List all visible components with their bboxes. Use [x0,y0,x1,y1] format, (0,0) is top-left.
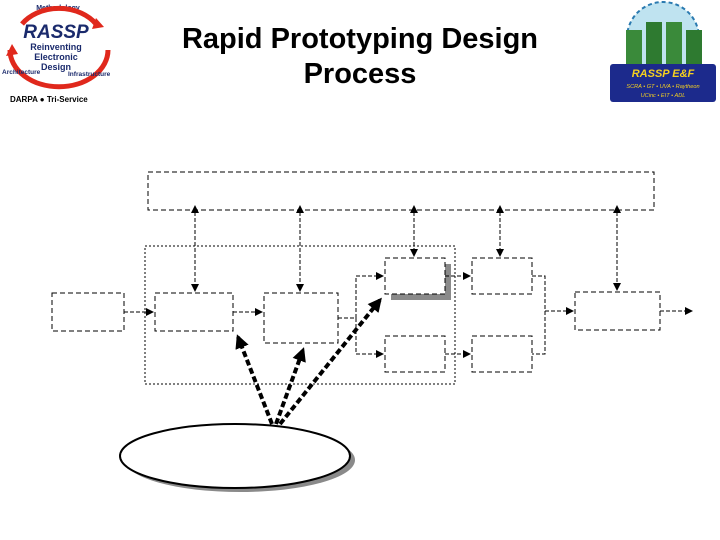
fork-arrow-upper [338,272,384,319]
top-wide-box [147,171,655,211]
badge-brand: RASSP E&F [632,68,695,80]
slide-title-line2: Process [303,58,417,90]
badge-line1: SCRA • GT • UVA • Raytheon [626,84,699,90]
process-box-2 [263,292,339,344]
badge-figure [686,30,702,66]
shadowed-box [384,257,446,295]
logo-architecture-label: Architecture [2,69,41,76]
feedback-arrow [274,347,306,425]
process-box-1 [154,292,234,332]
merge-bracket [532,275,546,355]
upper-right-box [471,257,533,295]
logo-arc-bottom [7,49,111,90]
logo-arc-top [20,5,98,26]
rassp-ef-badge: RASSP E&F SCRA • GT • UVA • Raytheon UCi… [610,1,716,102]
badge-banner [610,64,716,102]
slide-title-line1: Rapid Prototyping Design [181,23,539,55]
logo-infrastructure-label: Infrastructure [68,71,111,78]
lower-right-box [471,335,533,373]
logo-line1: Reinventing [30,42,82,52]
logo-line3: Design [41,62,71,72]
badge-figure [626,30,642,66]
lower-left-box [384,335,446,373]
badge-figure [646,22,662,66]
logo-arrowhead-icon [92,18,104,29]
input-box [51,292,125,332]
library-ellipse [119,423,351,489]
slide-title: Rapid Prototyping Design Process [130,22,590,92]
logo-arrowhead-icon [6,44,18,56]
badge-line2: UCinc • EIT • ADL [641,93,686,99]
badge-figure [666,22,682,66]
output-box [574,291,661,331]
feedback-arrow [278,297,382,426]
logo-brand: RASSP [23,22,89,43]
logo-footer: DARPA ● Tri-Service [10,95,88,104]
feedback-arrow [235,334,274,425]
rassp-logo: Methodology RASSP Reinventing Electronic… [2,5,111,104]
logo-line2: Electronic [34,52,78,62]
